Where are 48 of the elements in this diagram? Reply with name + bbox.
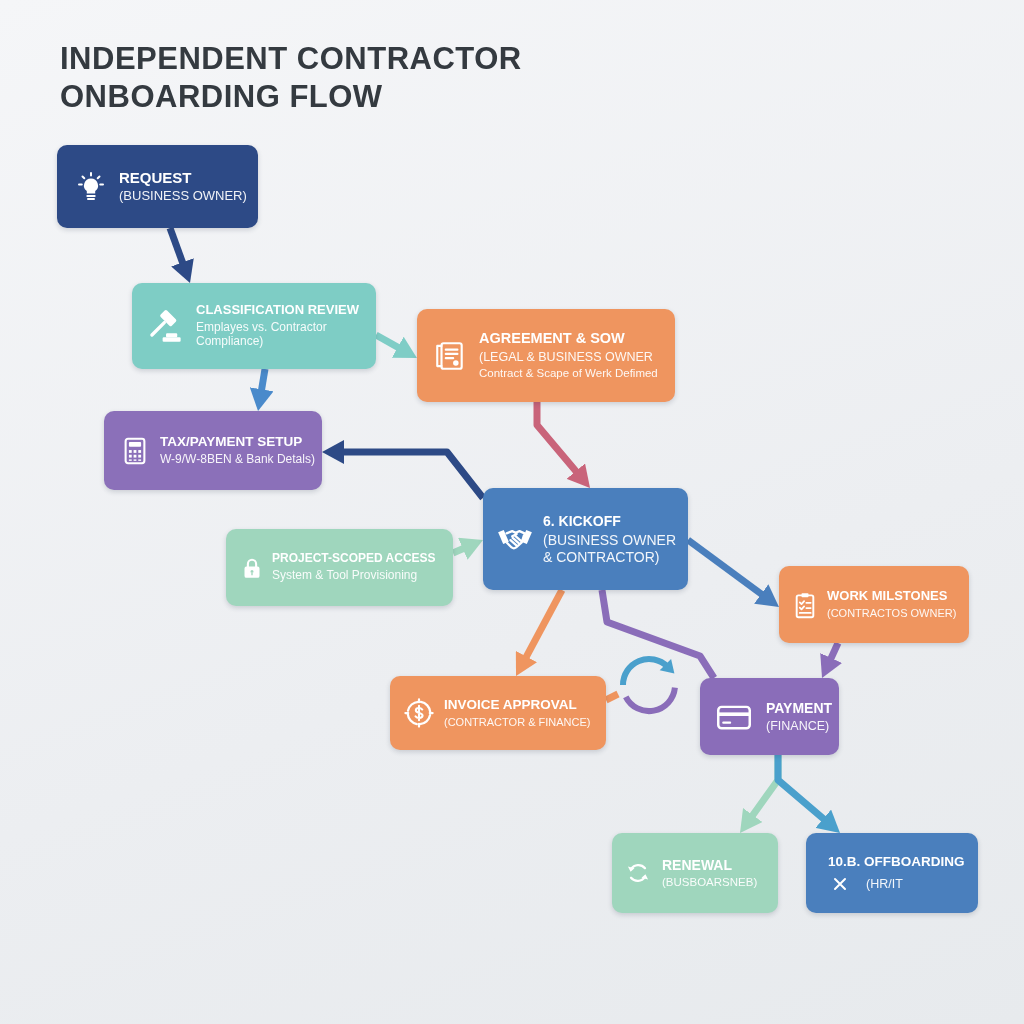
step-title: AGREEMENT & SOW: [479, 330, 626, 348]
arrow: [685, 537, 779, 607]
step-detail: W-9/W-8BEN & Bank Detals): [160, 452, 316, 467]
step-box: [104, 411, 322, 490]
step-box: [226, 529, 453, 606]
step-title: TAX/PAYMENT SETUP: [160, 434, 304, 450]
step-title: REQUEST: [119, 168, 193, 187]
connector-line: [604, 690, 620, 704]
step-detail: (LEGAL & BUSINESS OWNER: [479, 350, 654, 365]
arrow: [322, 440, 486, 501]
arrow: [533, 402, 591, 488]
connector-line: [598, 589, 717, 680]
step-detail: (HR/IT: [866, 876, 903, 891]
arrow: [249, 368, 274, 412]
step-title: RENEWAL: [662, 856, 733, 873]
step-detail: (CONTRACTOS OWNER): [827, 607, 958, 620]
step-detail: (FINANCE): [766, 718, 831, 734]
step-box: [390, 676, 606, 750]
diagram-title: INDEPENDENT CONTRACTOR ONBOARDING FLOW: [60, 40, 523, 116]
step-title: 6. KICKOFF: [543, 513, 622, 530]
step-title: CLASSIFICATION REVIEW: [196, 303, 360, 319]
step-title: 10.B. OFFBOARDING: [828, 854, 965, 870]
arrow: [820, 641, 843, 678]
arrow: [374, 331, 417, 358]
step-detail: (BUSINESS OWNER & CONTRACTOR): [543, 532, 677, 565]
step-detail: Emplayes vs. Contractor Compliance): [196, 321, 328, 349]
step-box: [417, 309, 675, 402]
step-detail: System & Tool Provisioning: [272, 569, 419, 583]
step-box: [483, 488, 688, 590]
step-detail: (BUSBOARSNEB): [662, 875, 759, 890]
arrow: [774, 755, 840, 833]
step-title: PAYMENT: [766, 699, 833, 716]
step-box: [806, 833, 978, 913]
step-detail: (CONTRACTOR & FINANCE): [444, 715, 592, 729]
step-box: [779, 566, 969, 643]
arrow: [451, 537, 483, 560]
step-title: WORK MILSTONES: [827, 589, 949, 605]
step-box: [612, 833, 778, 913]
arrow: [166, 226, 194, 283]
step-detail: (BUSINESS OWNER): [119, 189, 248, 205]
step-title: PROJECT-SCOPED ACCESS: [272, 552, 437, 566]
step-detail: Contract & Scape of Werk Defimed: [479, 367, 659, 381]
step-title: INVOICE APPROVAL: [444, 697, 578, 713]
step-box: [57, 145, 258, 228]
step-box: [700, 678, 839, 755]
arrow: [515, 588, 566, 676]
cycle-arrow-icon: [618, 654, 680, 716]
step-box: [132, 283, 376, 369]
